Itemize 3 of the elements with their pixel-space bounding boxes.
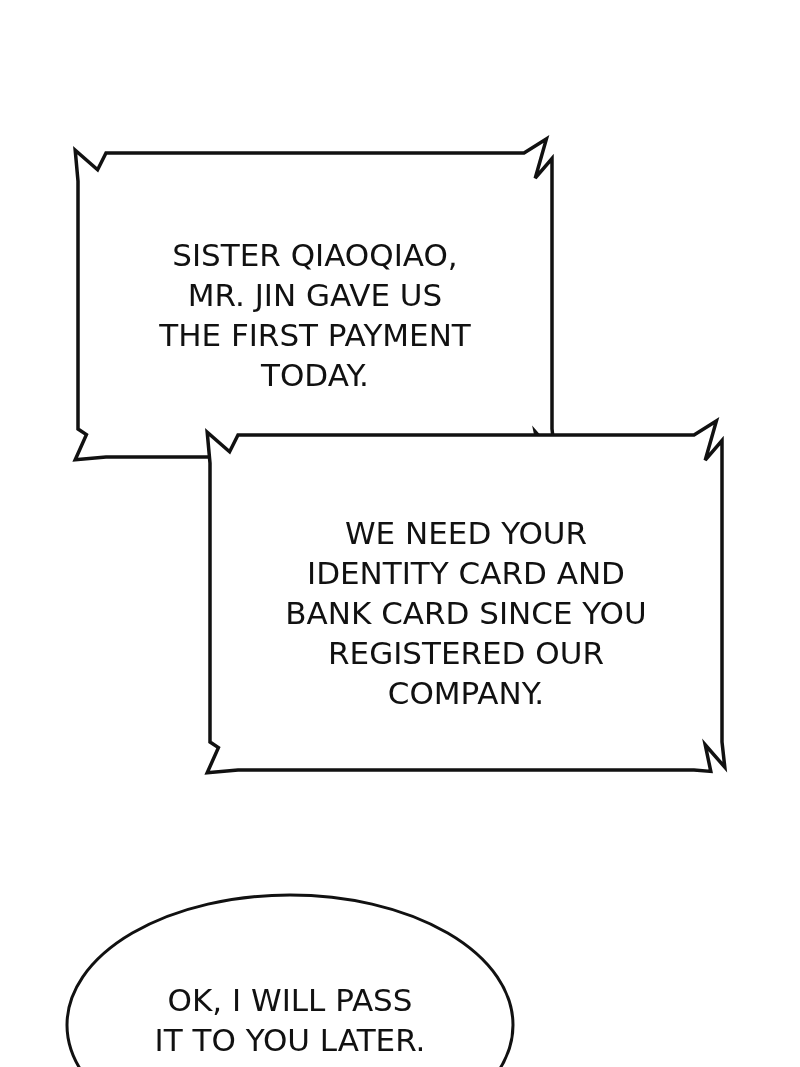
dialogue-text: OK, I WILL PASS IT TO YOU LATER. <box>153 981 427 1060</box>
dialogue-text: SISTER QIAOQIAO, MR. JIN GAVE US THE FIRST PAYMENT TODAY. <box>158 236 472 395</box>
dialogue-text: WE NEED YOUR IDENTITY CARD AND BANK CARD SINCE YOU REGISTERED OUR COMPANY. <box>284 514 648 713</box>
